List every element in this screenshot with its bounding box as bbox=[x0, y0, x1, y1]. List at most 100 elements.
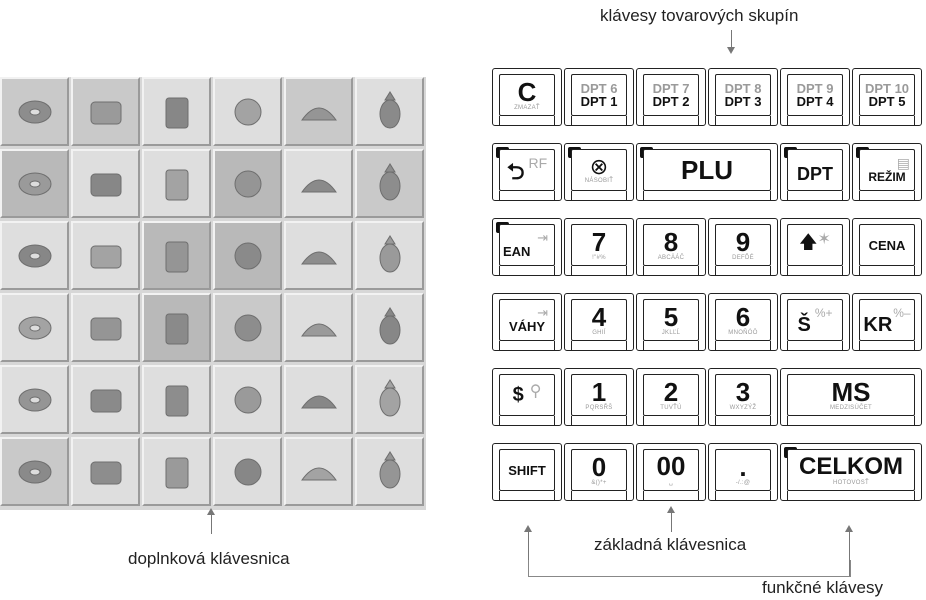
supplementary-key[interactable] bbox=[0, 293, 69, 362]
key-2-label: 2 bbox=[663, 376, 679, 407]
key-bevel bbox=[770, 341, 777, 350]
plum-icon bbox=[234, 242, 261, 269]
supplementary-key[interactable] bbox=[284, 293, 353, 362]
key-6[interactable]: 6 MNOŇÓÔ bbox=[708, 293, 778, 351]
supplementary-key[interactable] bbox=[213, 149, 282, 218]
key-shift[interactable]: SHIFT bbox=[492, 443, 562, 501]
key-price[interactable]: CENA bbox=[852, 218, 922, 276]
supplementary-key[interactable] bbox=[142, 221, 211, 290]
key-2-sublabel: TUVŤÚ bbox=[660, 404, 682, 411]
supplementary-key[interactable] bbox=[284, 77, 353, 146]
supplementary-key[interactable] bbox=[0, 77, 69, 146]
key-dpt-1[interactable]: DPT 6 DPT 1 bbox=[564, 68, 634, 126]
grapes-icon bbox=[165, 385, 188, 416]
supplementary-key[interactable] bbox=[142, 293, 211, 362]
supplementary-key[interactable] bbox=[213, 77, 282, 146]
key-8[interactable]: 8 ABCÄÁČ bbox=[636, 218, 706, 276]
supplementary-key[interactable] bbox=[71, 293, 140, 362]
supplementary-key[interactable] bbox=[0, 149, 69, 218]
key-7-sublabel: !"#% bbox=[592, 254, 606, 261]
supplementary-key[interactable] bbox=[355, 293, 424, 362]
bananas-icon bbox=[300, 251, 337, 264]
arrow-function-keys-right bbox=[845, 525, 853, 576]
key-bevel bbox=[914, 116, 921, 125]
key-00[interactable]: 00 ␣ bbox=[636, 443, 706, 501]
key-bevel bbox=[842, 116, 849, 125]
supplementary-key[interactable] bbox=[213, 365, 282, 434]
key-total[interactable]: = CELKOM HOTOVOSŤ bbox=[780, 443, 922, 501]
key-dpt-3[interactable]: DPT 8 DPT 3 bbox=[708, 68, 778, 126]
key-dpt-5-label: DPT 5 bbox=[868, 93, 906, 109]
key-00-sublabel: ␣ bbox=[668, 480, 674, 486]
supplementary-key[interactable] bbox=[355, 221, 424, 290]
strawberry-icon bbox=[234, 170, 261, 197]
key-bevel bbox=[637, 416, 644, 425]
key-9[interactable]: 9 DEFĎÉ bbox=[708, 218, 778, 276]
supplementary-key[interactable] bbox=[213, 437, 282, 506]
supplementary-key[interactable] bbox=[142, 365, 211, 434]
flour-bag-icon bbox=[18, 460, 51, 483]
supplementary-key[interactable] bbox=[71, 221, 140, 290]
supplementary-key[interactable] bbox=[284, 221, 353, 290]
supplementary-key[interactable] bbox=[71, 365, 140, 434]
key-plu[interactable]: + PLU bbox=[636, 143, 778, 201]
supplementary-key[interactable] bbox=[284, 437, 353, 506]
key-discount-s[interactable]: Š %+ bbox=[780, 293, 850, 351]
key-0[interactable]: 0 &()*+ bbox=[564, 443, 634, 501]
supplementary-key[interactable] bbox=[355, 437, 424, 506]
supplementary-key[interactable] bbox=[213, 221, 282, 290]
key-dpt-4[interactable]: DPT 9 DPT 4 bbox=[780, 68, 850, 126]
key-bevel bbox=[565, 341, 572, 350]
key-ean[interactable]: ± ⇥ EAN bbox=[492, 218, 562, 276]
key-bevel bbox=[554, 191, 561, 200]
key-7[interactable]: 7 !"#% bbox=[564, 218, 634, 276]
supplementary-key[interactable] bbox=[355, 365, 424, 434]
multiply-icon: ⊗ bbox=[589, 153, 609, 179]
supplementary-key[interactable] bbox=[0, 437, 69, 506]
supplementary-key[interactable] bbox=[213, 293, 282, 362]
supplementary-key[interactable] bbox=[284, 365, 353, 434]
supplementary-key[interactable] bbox=[284, 149, 353, 218]
key-dpt-5[interactable]: DPT 10 DPT 5 bbox=[852, 68, 922, 126]
supplementary-key[interactable] bbox=[142, 77, 211, 146]
cake-icon bbox=[379, 450, 400, 488]
key-bevel bbox=[781, 116, 788, 125]
key-dpt[interactable]: − DPT bbox=[780, 143, 850, 201]
key-bevel bbox=[493, 116, 500, 125]
key-bevel bbox=[781, 191, 788, 200]
key-clear-label: C bbox=[517, 76, 537, 107]
key-kr[interactable]: KR %– bbox=[852, 293, 922, 351]
key-paper-feed[interactable]: 🡅 ✶ bbox=[780, 218, 850, 276]
can-icon bbox=[90, 389, 121, 412]
supplementary-key[interactable] bbox=[71, 77, 140, 146]
supplementary-key[interactable] bbox=[0, 365, 69, 434]
key-s-label: Š bbox=[797, 313, 811, 336]
supplementary-key[interactable] bbox=[0, 221, 69, 290]
supplementary-key[interactable] bbox=[355, 149, 424, 218]
key-4-sublabel: GHIÍ bbox=[592, 329, 606, 336]
key-multiply[interactable]: * ⊗ NÁSOBIŤ bbox=[564, 143, 634, 201]
key-subtotal[interactable]: MS MEDZISÚČET bbox=[780, 368, 922, 426]
key-clear[interactable]: C ZMAZAŤ bbox=[492, 68, 562, 126]
supplementary-key[interactable] bbox=[71, 149, 140, 218]
key-1-label: 1 bbox=[591, 376, 607, 407]
key-4[interactable]: 4 GHIÍ bbox=[564, 293, 634, 351]
key-bevel bbox=[493, 191, 500, 200]
key-currency[interactable]: $ ⚲ bbox=[492, 368, 562, 426]
orange-icon bbox=[300, 323, 337, 336]
supplementary-key[interactable] bbox=[71, 437, 140, 506]
key-scale[interactable]: ⇥ VÁHY bbox=[492, 293, 562, 351]
supplementary-key[interactable] bbox=[355, 77, 424, 146]
key-1[interactable]: 1 PQRSŘŠ bbox=[564, 368, 634, 426]
key-2[interactable]: 2 TUVŤÚ bbox=[636, 368, 706, 426]
key-mode[interactable]: / ▤ REŽIM bbox=[852, 143, 922, 201]
key-return[interactable]: ◂ ⮌ RF bbox=[492, 143, 562, 201]
supplementary-key[interactable] bbox=[142, 149, 211, 218]
key-dpt-2[interactable]: DPT 7 DPT 2 bbox=[636, 68, 706, 126]
key-bevel bbox=[565, 491, 572, 500]
key-5[interactable]: 5 JKLĽĹ bbox=[636, 293, 706, 351]
key-3[interactable]: 3 WXYZÝŽ bbox=[708, 368, 778, 426]
supplementary-key[interactable] bbox=[142, 437, 211, 506]
key-dot[interactable]: . -/.:@ bbox=[708, 443, 778, 501]
key-7-label: 7 bbox=[591, 226, 607, 257]
